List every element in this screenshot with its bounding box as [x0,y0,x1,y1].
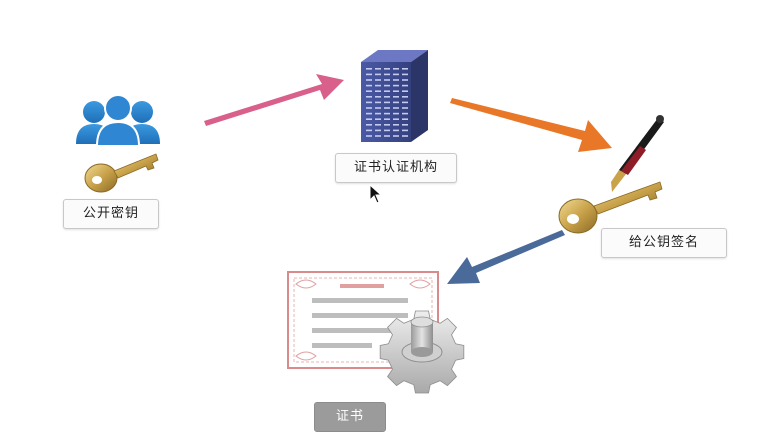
server-slot [384,79,390,81]
server-slot [393,101,399,104]
sign-public-key-label: 给公钥签名 [601,228,727,258]
certificate-label: 证书 [314,402,386,432]
server-slot [366,96,372,98]
server-slot [384,101,390,104]
server-slot [366,68,372,70]
server-slot [375,68,381,70]
server-slot [402,101,408,104]
server-slot [366,124,372,126]
server-slot [366,73,372,76]
server-slot [375,118,381,120]
server-slot [402,129,408,132]
server-slot [393,118,399,120]
server-slot [375,90,381,92]
server-slot [375,112,381,115]
server-slot [402,118,408,120]
server-slot [402,112,408,115]
server-slot [366,135,372,137]
server-slot [366,79,372,81]
server-slot [375,79,381,81]
fountain-pen-icon [611,115,664,192]
gear-icon [379,310,465,394]
server-slot [366,112,372,115]
server-slot [402,135,408,137]
server-slot [366,118,372,120]
server-slot [366,84,372,87]
signing-key-icon [558,181,663,234]
server-slot [366,90,372,92]
server-slot [393,129,399,132]
server-slot [402,96,408,98]
server-slot [384,96,390,98]
server-slot [393,107,399,109]
server-slot [393,90,399,92]
server-slot [393,112,399,115]
server-slot [393,135,399,137]
server-slot [393,84,399,87]
server-slot [375,101,381,104]
server-slot [366,101,372,104]
server-slot [384,68,390,70]
server-slot [375,124,381,126]
users-group-icon [76,94,160,147]
server-slot [375,73,381,76]
server-slot [384,124,390,126]
server-slot [384,118,390,120]
server-slot [375,96,381,98]
server-slot [384,73,390,76]
server-slot [402,73,408,76]
server-slot [366,129,372,132]
server-slot [384,135,390,137]
arrow-sign-to-cert [447,230,565,284]
server-slot [393,124,399,126]
mouse-cursor-icon [369,184,383,204]
server-slot [384,84,390,87]
server-slot [375,135,381,137]
public-key-label: 公开密钥 [63,199,159,229]
server-slot [402,107,408,109]
certificate-authority-label: 证书认证机构 [335,153,457,183]
key-icon [84,153,159,193]
arrow-ca-to-sign [450,98,612,152]
server-slot [393,79,399,81]
server-slot [393,96,399,98]
server-slot [402,84,408,87]
server-slot [393,73,399,76]
server-slot [393,68,399,70]
server-slot [402,68,408,70]
server-slot [375,129,381,132]
server-slot [384,107,390,109]
server-slot [402,90,408,92]
server-slot [384,112,390,115]
server-slot [366,107,372,109]
server-slot [402,79,408,81]
server-slot [384,90,390,92]
arrow-users-to-ca [204,74,344,126]
server-building-icon [361,50,428,142]
server-slot [375,84,381,87]
server-slot [402,124,408,126]
server-slot [375,107,381,109]
server-slot [384,129,390,132]
